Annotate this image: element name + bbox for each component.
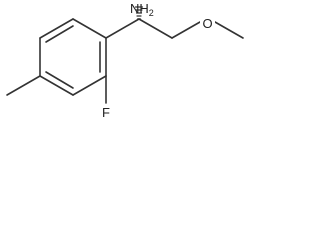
ring-double-bond-c5-c6	[45, 25, 74, 43]
amine-hydrogen-count: 2	[149, 8, 154, 18]
benzene-ring	[39, 18, 107, 96]
fluorine-label: F	[102, 105, 110, 120]
stereo-hash-bond	[134, 6, 144, 20]
amine-nitrogen-label: N	[130, 1, 139, 16]
oxygen-label: O	[202, 16, 212, 31]
chemical-structure-diagram: F NH2 O	[6, 1, 244, 120]
chain-bond-ring-to-chiral	[105, 18, 140, 39]
chain-bond-oxygen-to-methyl	[214, 21, 244, 39]
amine-hydrogen-label: H	[139, 1, 148, 16]
chain-bond-ch2-to-oxygen	[171, 21, 201, 39]
fluorine-atom: F	[100, 104, 113, 120]
ring-double-bond-c3-c4	[45, 71, 74, 89]
methyl-bond	[6, 75, 41, 96]
ring-bond-c2-c3	[72, 75, 107, 96]
ring-bond-c3-c4	[39, 75, 74, 96]
svg-text:NH2: NH2	[130, 1, 154, 18]
amine-group: NH2	[130, 1, 154, 18]
ring-bond-c5-c6	[39, 18, 74, 39]
chain-bond-chiral-to-ch2	[138, 18, 173, 39]
ring-bond-c6-c1	[72, 18, 107, 39]
ether-oxygen: O	[200, 15, 215, 31]
